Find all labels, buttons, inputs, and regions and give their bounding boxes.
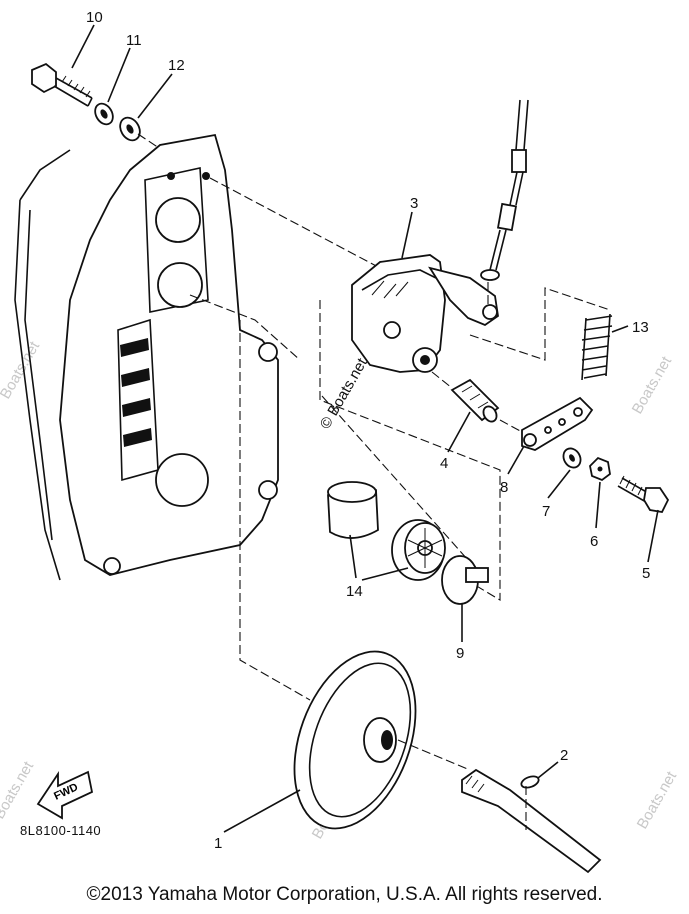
pulley-disc-14 bbox=[391, 519, 446, 581]
bolt-5 bbox=[617, 475, 670, 513]
bolt-alignment-line bbox=[137, 133, 163, 151]
callout-9: 9 bbox=[456, 645, 464, 662]
lever-bracket-3 bbox=[351, 254, 499, 373]
cap-14 bbox=[327, 481, 379, 539]
leader-spacer-4 bbox=[431, 371, 523, 433]
leader-cap-14 bbox=[321, 395, 469, 561]
cam-9 bbox=[441, 555, 489, 605]
washer-11 bbox=[94, 102, 114, 126]
leader-box-left bbox=[319, 300, 501, 601]
callout-1: 1 bbox=[214, 835, 222, 852]
part-code-label: 8L8100-1140 bbox=[20, 823, 102, 838]
spacer-4 bbox=[450, 378, 500, 423]
washer-12 bbox=[119, 116, 141, 142]
callout-4: 4 bbox=[440, 455, 448, 472]
fwd-arrow-icon: FWD bbox=[36, 770, 94, 820]
watermark-left: Boats.net bbox=[0, 338, 44, 402]
bolt-10 bbox=[31, 62, 93, 107]
spring-13 bbox=[581, 313, 613, 381]
callout-7: 7 bbox=[542, 503, 550, 520]
callout-8: 8 bbox=[500, 479, 508, 496]
callout-numbers: 10 11 12 3 13 4 8 7 6 5 14 9 2 1 bbox=[86, 9, 650, 852]
watermark-right: Boats.net bbox=[629, 353, 676, 417]
washer-7 bbox=[562, 447, 582, 469]
callout-2: 2 bbox=[560, 747, 568, 764]
key-2 bbox=[520, 775, 540, 789]
callout-13: 13 bbox=[632, 319, 649, 336]
shaft bbox=[461, 768, 602, 874]
watermark-bottom-right: Boats.net bbox=[634, 768, 681, 832]
copyright-notice: ©2013 Yamaha Motor Corporation, U.S.A. A… bbox=[86, 884, 603, 905]
leader-housing-to-bracket-3 bbox=[209, 177, 381, 269]
lever-plate-8 bbox=[521, 396, 594, 451]
callout-12: 12 bbox=[168, 57, 185, 74]
callout-11: 11 bbox=[126, 32, 142, 49]
callout-5: 5 bbox=[642, 565, 650, 582]
watermark-bottom-left: Boats.net bbox=[0, 758, 38, 822]
callout-3: 3 bbox=[410, 195, 418, 212]
leader-housing-to-pulley bbox=[239, 320, 311, 701]
leader-box-right bbox=[469, 287, 611, 361]
pulley-sheave-1 bbox=[293, 650, 417, 830]
callout-6: 6 bbox=[590, 533, 598, 550]
callout-10: 10 bbox=[86, 9, 103, 26]
leader-housing-mid bbox=[189, 294, 301, 361]
nut-6 bbox=[589, 456, 611, 482]
cable bbox=[480, 99, 529, 305]
leader-shaft bbox=[397, 739, 471, 771]
callout-leaders bbox=[71, 24, 659, 833]
callout-14: 14 bbox=[346, 583, 363, 600]
housing-bracket bbox=[14, 133, 279, 581]
